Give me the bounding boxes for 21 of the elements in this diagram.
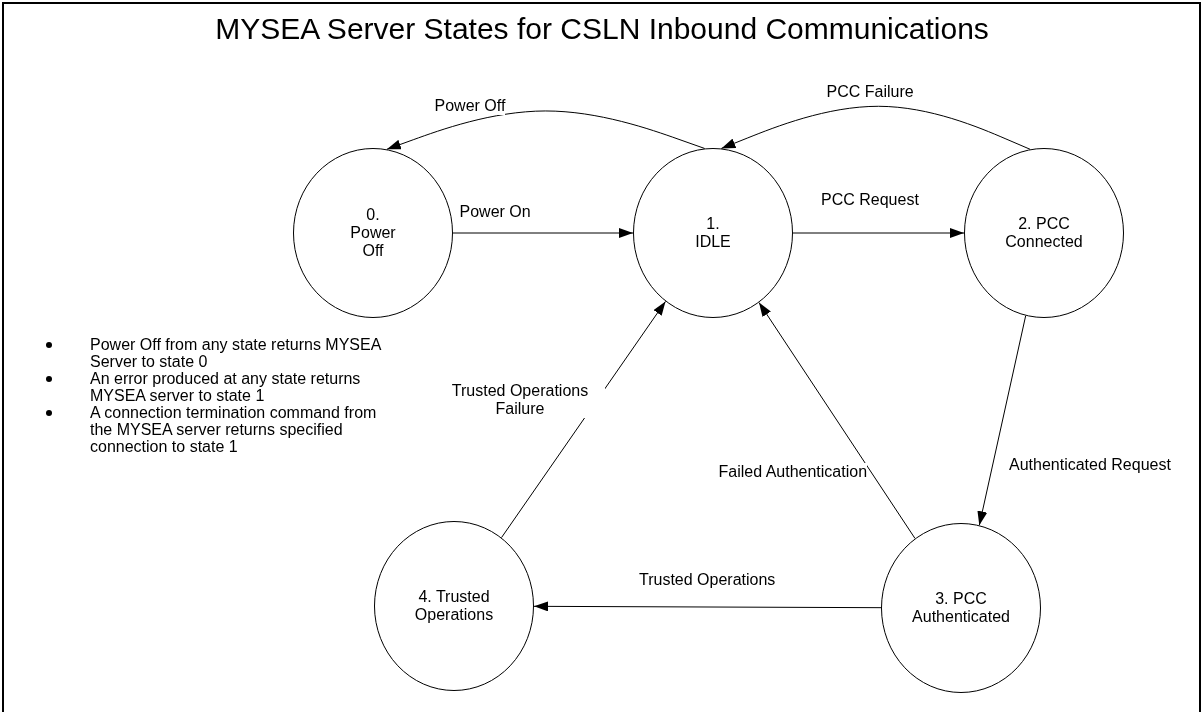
state-label: 0. Power Off bbox=[350, 206, 396, 260]
note-text: A connection termination command from the MYSEA server returns specified connection to state 1 bbox=[90, 404, 377, 455]
diagram-title: MYSEA Server States for CSLN Inbound Communications bbox=[214, 12, 990, 46]
transition-arrow bbox=[758, 302, 916, 539]
transition-arrow bbox=[452, 228, 634, 238]
state-label: 2. PCC Connected bbox=[1005, 215, 1083, 251]
transition-arrow bbox=[792, 228, 965, 238]
note-text: An error produced at any state returns MYSEA server to state 1 bbox=[90, 370, 361, 404]
transition-arrow bbox=[386, 110, 706, 150]
note-text: Power Off from any state returns MYSEA Server to state 0 bbox=[90, 336, 381, 370]
transition-arrow bbox=[977, 315, 1027, 526]
state-label: 4. Trusted Operations bbox=[414, 588, 494, 624]
edge-label: Trusted Operations bbox=[639, 571, 776, 589]
state-label: 1. IDLE bbox=[695, 215, 731, 251]
transition-arrow bbox=[533, 601, 882, 612]
transition-arrow bbox=[720, 105, 1031, 150]
edge-label: Power Off bbox=[434, 97, 506, 115]
state-label: 3. PCC Authenticated bbox=[912, 590, 1010, 626]
edge-label: Authenticated Request bbox=[1009, 456, 1171, 474]
edge-label: PCC Request bbox=[821, 191, 919, 209]
transition-arrow bbox=[501, 300, 666, 539]
